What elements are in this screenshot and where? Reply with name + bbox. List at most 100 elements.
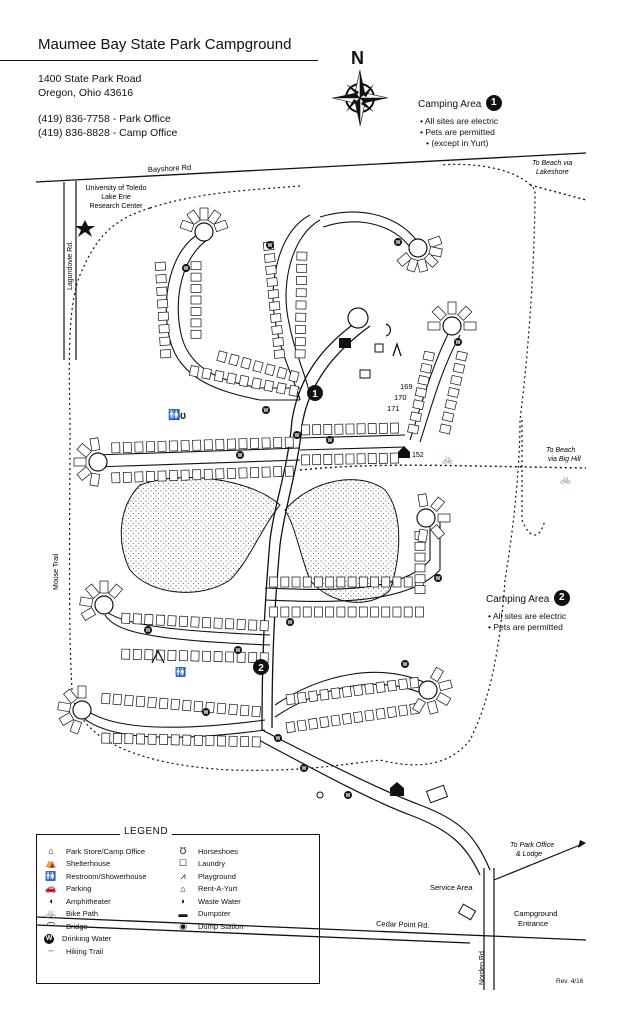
research-center-line-1: University of Toledo [86,185,147,192]
rule-yurt-exception: (except in Yurt) [420,138,598,149]
campsite-pad [427,235,443,249]
drinking-water-icon [202,708,210,716]
campsite-pad [100,692,111,705]
campsite-pad [428,246,443,258]
campsite-pad [121,648,131,660]
campsite-pad [296,691,307,704]
campsite-pad [238,467,248,479]
laundry-icon: ☐ [178,858,188,869]
compass-north-label: N [351,48,364,68]
legend-item-label: Drinking Water [62,934,112,944]
drinking-water-glyph: W [204,710,209,716]
campsite-pad [169,470,179,482]
campsite-pad [267,289,280,299]
drinking-water-glyph: W [328,438,333,444]
campsite-pad [248,652,258,664]
campsite-pad [207,209,222,225]
legend-left-column: ⌂Park Store/Camp Office⛺Shelterhouse🚻Res… [44,845,184,958]
campsite-pad [417,374,430,386]
park-office-line-1: To Park Office [510,842,554,849]
campsite-pad [89,437,101,452]
campsite-pad [170,698,181,711]
campsite-pad [280,576,290,588]
campsite-pad [426,700,439,715]
campsite-pad [312,424,322,436]
campsite-pad [356,423,366,435]
campsite-pad [169,440,179,452]
campsite-pad [294,349,306,359]
campsite-pad [190,295,202,305]
mouse-trail-label: Mouse Trail [53,553,60,590]
legend-item-label: Playground [198,871,236,881]
campsite-pad [353,684,364,697]
beach-lakeshore-line-2: Lakeshore [536,169,569,176]
campsite-pad [396,252,412,267]
campsite-pad [159,336,171,346]
campsite-pad [273,349,286,359]
campsite-pad [280,606,290,618]
drinking-water-glyph: W [403,662,408,668]
drinking-water-glyph: W [295,433,300,439]
campsite-pad [452,362,466,374]
camping-area-2-info: Camping Area 2 All sites are electric Pe… [486,589,606,633]
drinking-water-icon: W [44,933,54,944]
legend-item: 🚗Parking [44,883,184,896]
campsite-pad [406,257,419,273]
campsite-pad [358,606,368,618]
campsite-pad [213,219,229,233]
campsite-pad [296,719,307,732]
drinking-water-icon [300,764,308,772]
park-store-icon: ⌂ [48,846,54,857]
address-line-1: 1400 State Park Road [38,73,142,85]
campsite-pad [69,719,83,735]
campsite-pad [430,666,444,683]
campsite-pad [238,438,248,450]
campsite-pad [193,700,204,713]
hiking-trail-lakeshore [529,184,587,201]
legend-item: ◗Waste Water [176,895,306,908]
campsite-pad [203,468,213,480]
hiking-trail-loop [68,163,536,771]
campsite-pad [336,576,346,588]
beach-lakeshore-line-1: To Beach via [532,160,572,167]
area-1-marker-label: 1 [312,389,318,400]
campsite-pad [158,324,170,334]
beach-big-hill-line-2: via Big Hill [548,456,581,463]
drinking-water-icon [236,451,244,459]
campsite-pad [415,606,424,618]
campsite-pad [134,441,144,453]
campsite-pad [77,685,87,699]
campsite-pad [325,606,335,618]
legend-item-label: Waste Water [198,896,241,906]
drinking-water-glyph: W [236,648,241,654]
campsite-pad [112,693,123,706]
campsite-pad [179,219,195,233]
campground-entrance-line-2: Entrance [518,919,548,928]
campsite-pad [121,612,131,624]
bridge-icon: ⌒ [46,921,56,932]
campsite-pad [417,493,429,508]
campsite-pad [193,734,203,746]
campsite-pad [205,735,215,747]
area-1-marker [307,385,323,401]
campsite-pad [444,399,457,411]
campsite-pad [370,606,379,618]
campsite-pad [375,707,386,720]
campsite-pad [284,436,294,448]
legend-item: ⌒Bridge [44,920,184,933]
campsite-pad [288,384,300,397]
drinking-water-glyph: W [268,243,273,249]
research-center-line-3: Research Center [90,203,144,210]
campsite-pad [190,272,202,282]
campsite-pad [249,467,260,479]
campsite-pad [296,276,307,286]
rent-a-yurt-icon: ⌂ [180,883,186,894]
campsite-pad [375,681,386,694]
campsite-pad [414,585,426,594]
campsite-pad [302,606,312,618]
campsite-pad [266,277,278,287]
campsite-pad [345,453,355,465]
site-169: 169 [400,382,413,391]
campsite-pad [334,423,344,435]
